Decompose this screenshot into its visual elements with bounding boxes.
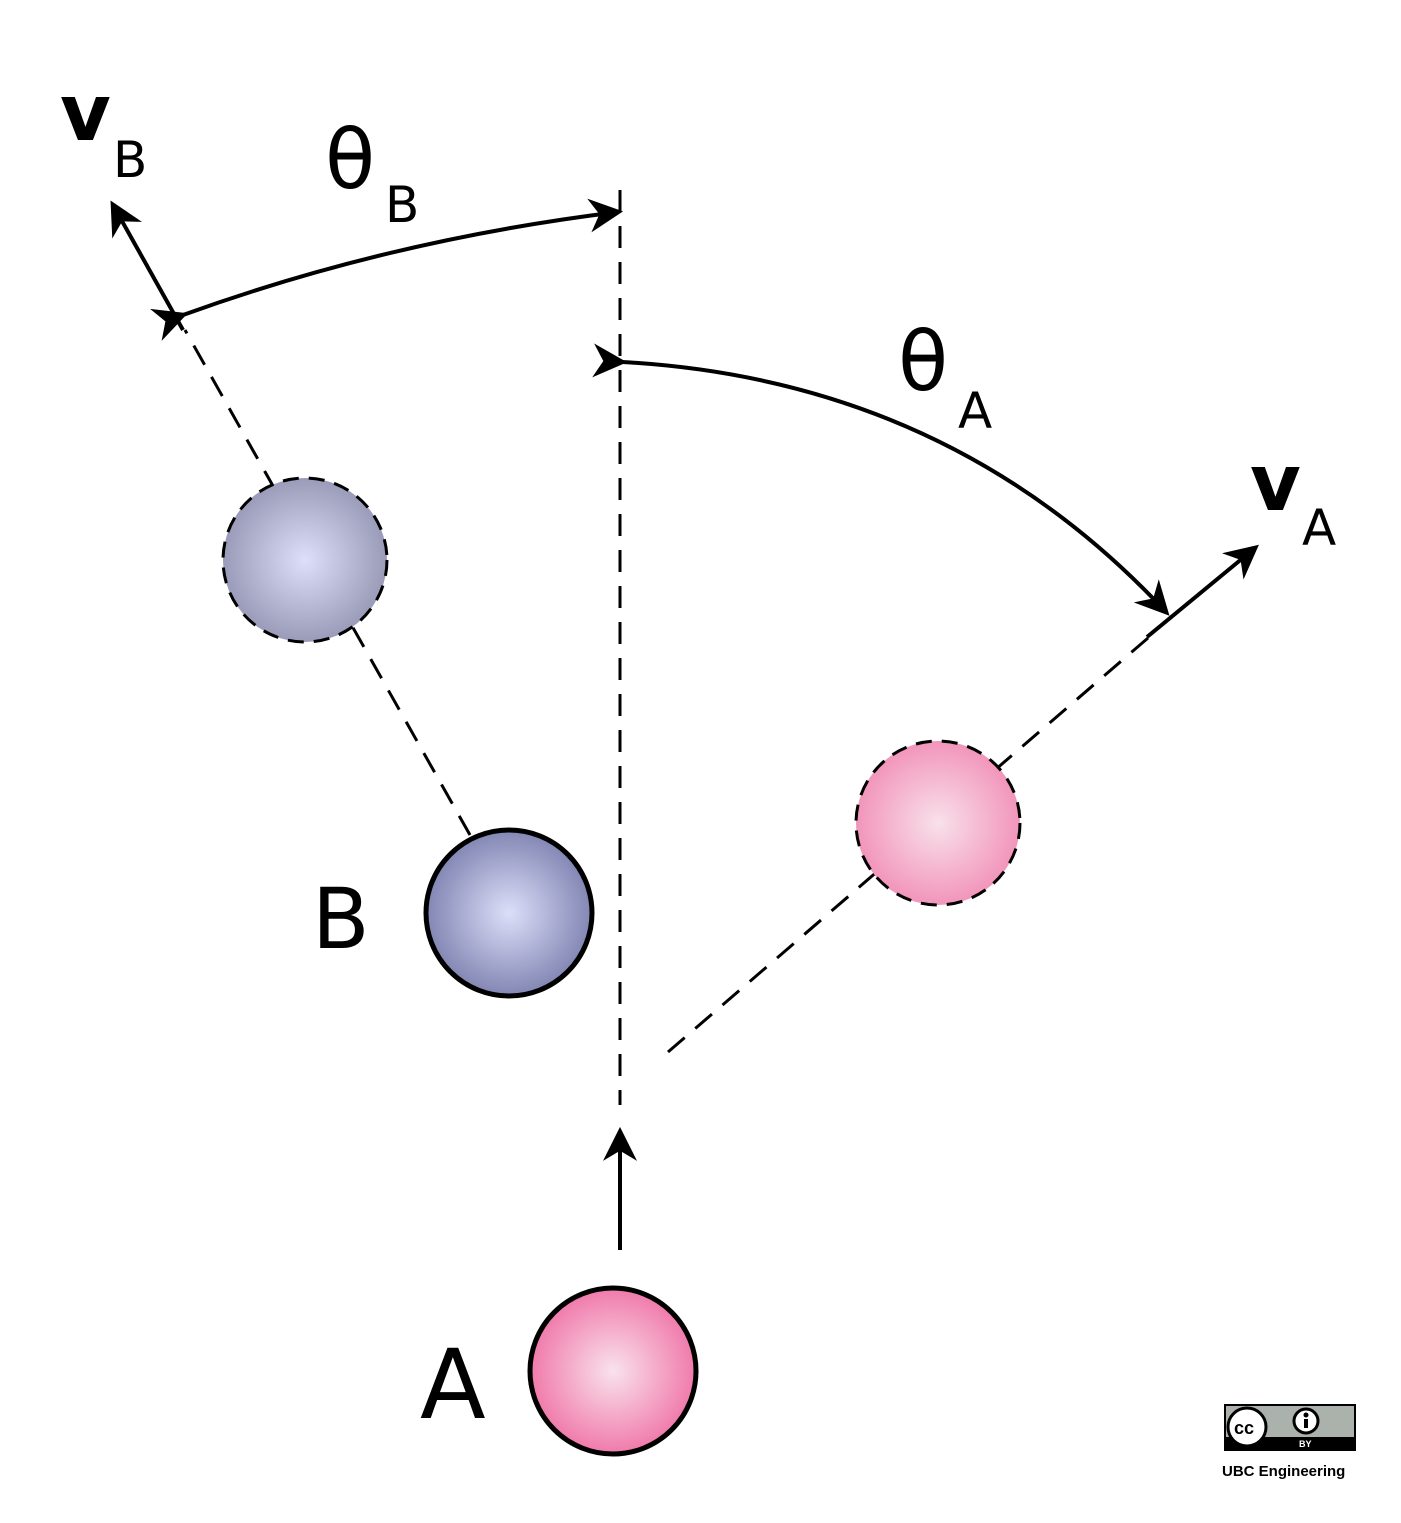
cc-by-license-badge: cc BY <box>1224 1404 1356 1451</box>
label-ball-b: B <box>312 870 370 968</box>
attribution-body-bar <box>1304 1419 1308 1428</box>
label-v-b: v <box>60 69 111 159</box>
velocity-a-arrow <box>1145 544 1259 639</box>
by-text: BY <box>1299 1439 1312 1449</box>
attribution-head-dot <box>1303 1412 1309 1418</box>
cc-logo-text: cc <box>1234 1418 1254 1438</box>
label-v-b-subscript: B <box>113 131 147 189</box>
label-theta-b-subscript: B <box>385 176 419 234</box>
ball-b <box>423 827 595 999</box>
ball-a <box>527 1285 699 1457</box>
label-v-a-subscript: A <box>1302 499 1336 557</box>
label-theta-a-subscript: A <box>958 382 992 440</box>
label-ball-a: A <box>420 1329 486 1441</box>
cc-logo-icon <box>1226 1406 1268 1448</box>
theta-b-arc <box>150 198 624 341</box>
ball-b-after-dashed <box>221 476 389 644</box>
label-theta-a: θ <box>898 315 948 410</box>
ubc-engineering-credit: UBC Engineering <box>1222 1463 1345 1480</box>
theta-a-arc <box>592 343 1170 616</box>
ball-a-after-dashed <box>854 739 1022 907</box>
label-theta-b: θ <box>325 113 375 208</box>
velocity-b-arrow <box>110 200 185 331</box>
label-v-a: v <box>1250 439 1301 529</box>
